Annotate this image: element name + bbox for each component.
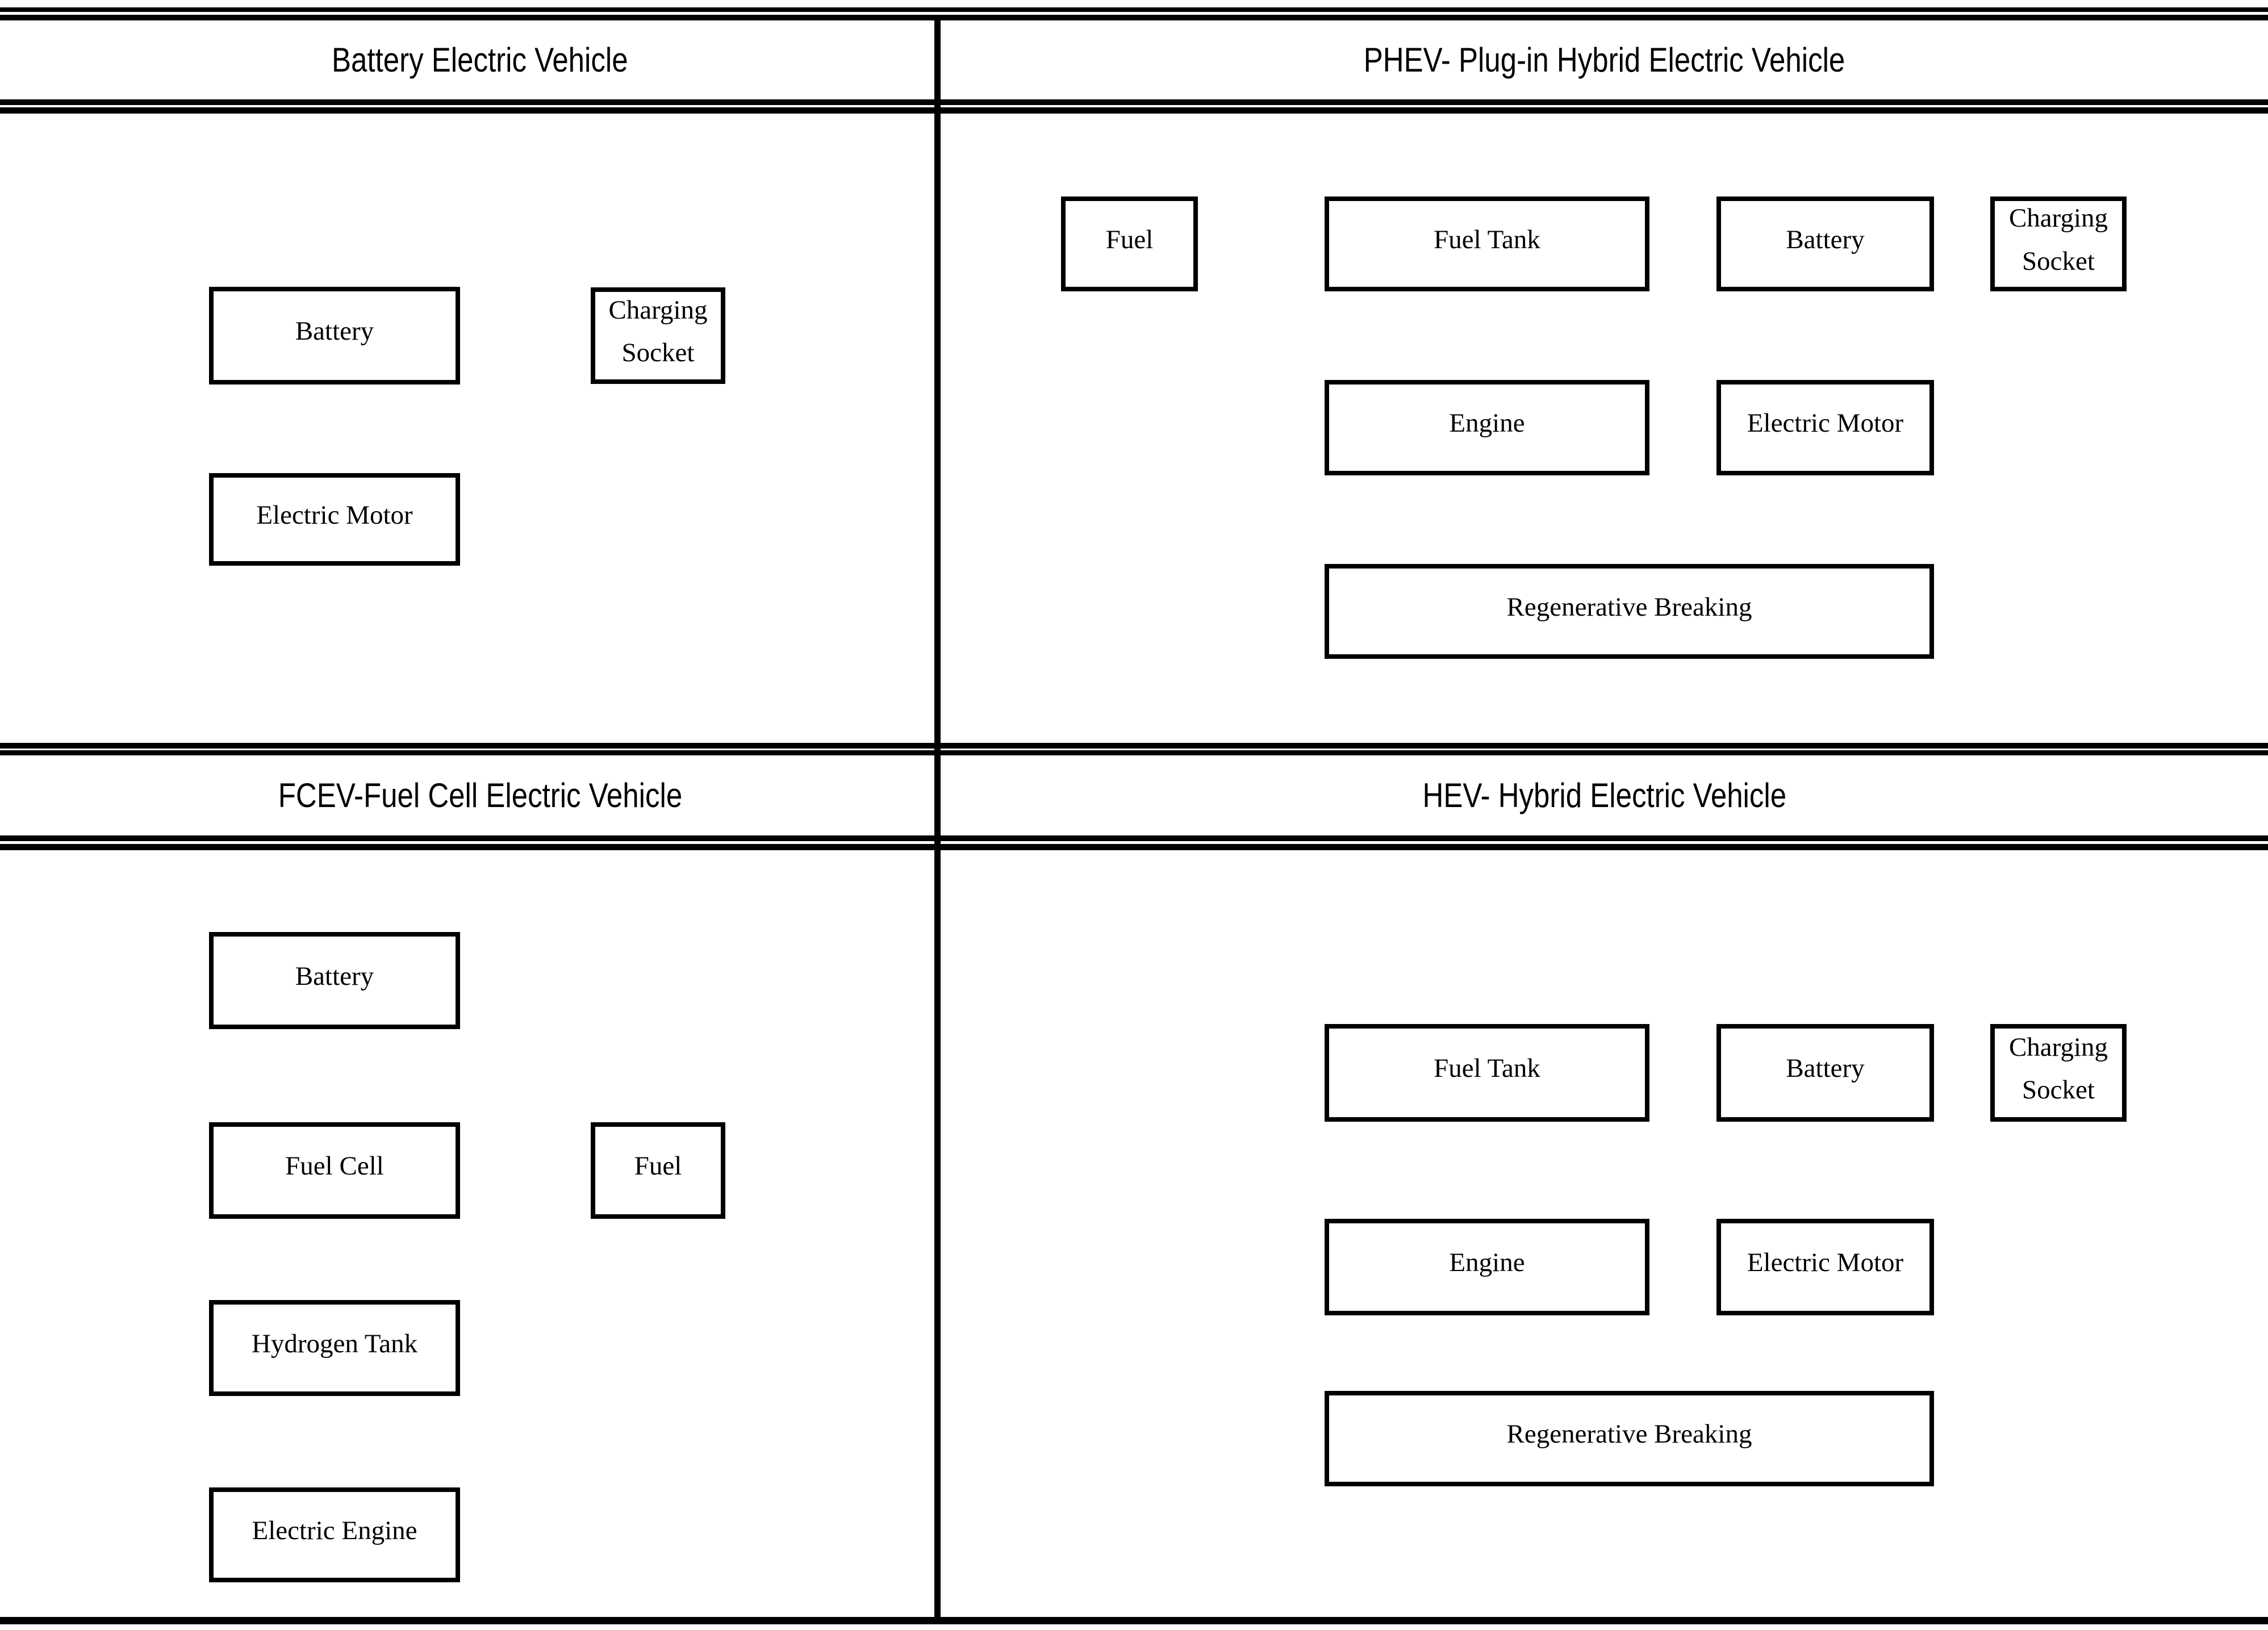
fcev-battery-label: Battery [295, 961, 374, 991]
bev-charging-socket-box: Charging Socket [591, 287, 725, 384]
fcev-fuel-cell-box: Fuel Cell [209, 1122, 460, 1219]
phev-title-text: PHEV- Plug-in Hybrid Electric Vehicle [1363, 41, 1845, 79]
hev-quadrant-title: HEV- Hybrid Electric Vehicle [941, 755, 2268, 835]
fcev-quadrant-title: FCEV-Fuel Cell Electric Vehicle [0, 755, 960, 835]
fcev-electric-engine-box: Electric Engine [209, 1487, 460, 1582]
mid-rule-top-outer [0, 743, 2268, 749]
phev-engine-box: Engine [1325, 380, 1649, 475]
header-bottom-rule-outer [0, 99, 2268, 105]
phev-charging-socket-label: Charging Socket [2008, 203, 2108, 276]
hev-battery-box: Battery [1716, 1024, 1934, 1122]
bev-quadrant-title: Battery Electric Vehicle [0, 20, 960, 99]
phev-fuel-tank-box: Fuel Tank [1325, 197, 1649, 291]
phev-fuel-box: Fuel [1061, 197, 1198, 291]
phev-electric-motor-box: Electric Motor [1716, 380, 1934, 475]
phev-battery-label: Battery [1786, 224, 1865, 254]
fcev-hydrogen-tank-box: Hydrogen Tank [209, 1300, 460, 1396]
fcev-fuel-label: Fuel [634, 1151, 682, 1181]
fcev-battery-box: Battery [209, 932, 460, 1029]
top-rule-outer [0, 7, 2268, 12]
bev-charging-socket-label: Charging Socket [608, 295, 708, 367]
hev-engine-label: Engine [1449, 1248, 1525, 1278]
bev-title-text: Battery Electric Vehicle [332, 41, 628, 79]
hev-engine-box: Engine [1325, 1219, 1649, 1315]
bev-electric-motor-label: Electric Motor [256, 500, 413, 530]
bev-battery-label: Battery [295, 316, 374, 346]
fcev-hydrogen-tank-label: Hydrogen Tank [251, 1328, 418, 1359]
phev-regenerative-breaking-box: Regenerative Breaking [1325, 564, 1934, 659]
hev-regenerative-breaking-box: Regenerative Breaking [1325, 1391, 1934, 1486]
fcev-fuel-cell-label: Fuel Cell [285, 1151, 384, 1181]
vertical-divider [934, 20, 941, 1624]
hev-title-text: HEV- Hybrid Electric Vehicle [1422, 776, 1786, 814]
phev-battery-box: Battery [1716, 197, 1934, 291]
mid-rule-top-inner [0, 750, 2268, 755]
hev-electric-motor-label: Electric Motor [1747, 1248, 1904, 1278]
fcev-fuel-box: Fuel [591, 1122, 725, 1219]
phev-fuel-label: Fuel [1105, 224, 1154, 254]
hev-regenerative-breaking-label: Regenerative Breaking [1506, 1419, 1752, 1449]
phev-fuel-tank-label: Fuel Tank [1434, 224, 1540, 254]
top-rule-inner [0, 15, 2268, 20]
phev-charging-socket-box: Charging Socket [1990, 197, 2127, 291]
phev-regenerative-breaking-label: Regenerative Breaking [1506, 592, 1752, 622]
header-bottom-rule-inner [0, 107, 2268, 114]
hev-fuel-tank-label: Fuel Tank [1434, 1054, 1540, 1084]
bev-battery-box: Battery [209, 287, 460, 384]
hev-electric-motor-box: Electric Motor [1716, 1219, 1934, 1315]
bottom-rule [0, 1617, 2268, 1624]
hev-fuel-tank-box: Fuel Tank [1325, 1024, 1649, 1122]
mid-rule-bottom-outer [0, 835, 2268, 841]
phev-quadrant-title: PHEV- Plug-in Hybrid Electric Vehicle [941, 20, 2268, 99]
hev-charging-socket-box: Charging Socket [1990, 1024, 2127, 1122]
mid-rule-bottom-inner [0, 844, 2268, 850]
bev-electric-motor-box: Electric Motor [209, 473, 460, 566]
phev-electric-motor-label: Electric Motor [1747, 408, 1904, 438]
hev-battery-label: Battery [1786, 1054, 1865, 1084]
phev-engine-label: Engine [1449, 408, 1525, 438]
hev-charging-socket-label: Charging Socket [2008, 1032, 2108, 1105]
fcev-title-text: FCEV-Fuel Cell Electric Vehicle [278, 776, 682, 814]
fcev-electric-engine-label: Electric Engine [252, 1515, 417, 1545]
